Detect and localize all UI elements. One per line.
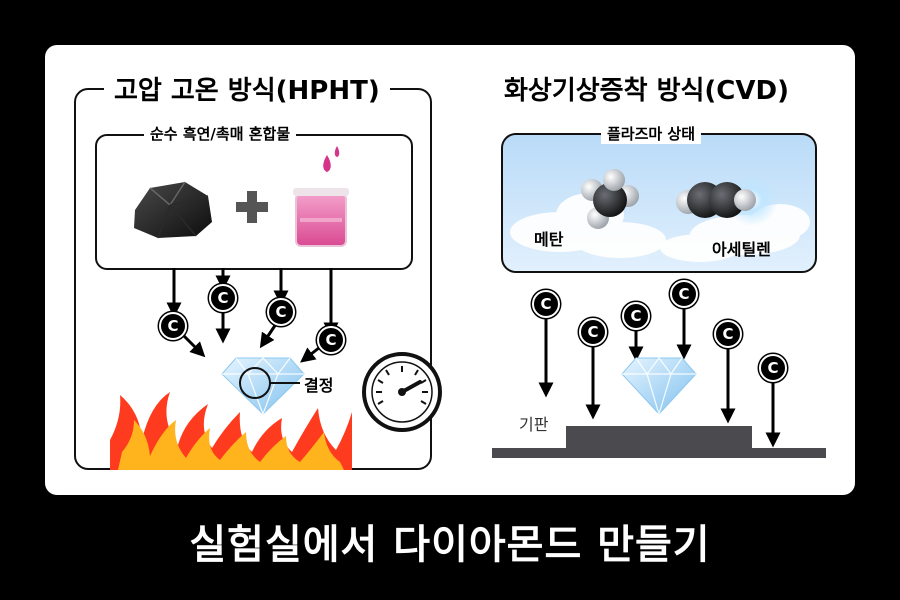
crystal-label: 결정 [304,376,334,395]
carbon-atom-icon: C [714,320,742,348]
methane-molecule-icon [581,169,639,229]
carbon-atom-icon: C [622,302,650,330]
carbon-atom-icon: C [159,312,187,340]
plus-icon [236,191,268,223]
pressure-gauge-icon [362,352,442,432]
carbon-atom-icon: C [209,284,237,312]
carbon-atom-icon: C [267,298,295,326]
carbon-atom-icon: C [670,280,698,308]
flame-icon [110,392,352,470]
carbon-atom-icon: C [532,290,560,318]
substrate-label: 기판 [519,415,549,434]
cvd-title: 화상기상증착 방식(CVD) [504,70,789,107]
cvd-diamond-icon [621,357,697,417]
methane-label: 메탄 [534,230,564,249]
catalyst-beaker-icon [293,146,349,247]
carbon-atom-icon: C [317,326,345,354]
plasma-label: 플라즈마 상태 [601,123,702,144]
graphite-rock-icon [134,181,212,239]
acetylene-molecule-icon [676,174,778,226]
carbon-atom-icon: C [579,318,607,346]
substrate [492,426,826,458]
carbon-atom-icon: C [759,354,787,382]
footer-title: 실험실에서 다이아몬드 만들기 [189,522,711,568]
hpht-title: 고압 고온 방식(HPHT) [104,70,390,107]
mixture-label: 순수 흑연/촉매 혼합물 [144,123,297,144]
diamond-icon [221,357,305,416]
acetylene-label: 아세틸렌 [712,240,771,259]
